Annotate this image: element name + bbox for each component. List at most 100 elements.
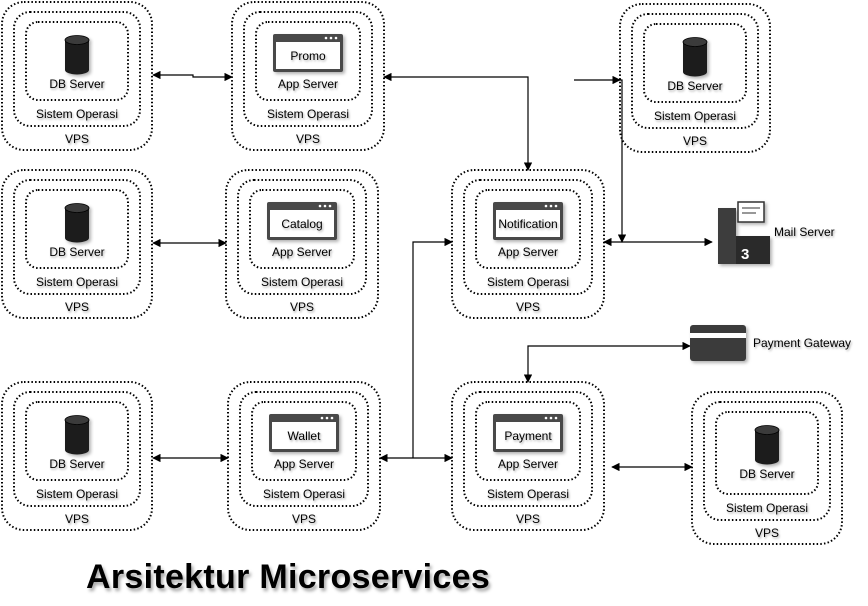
svg-text:3: 3 xyxy=(741,246,749,263)
database-icon xyxy=(64,415,90,455)
vps-node-db3: VPS Sistem Operasi DB Server xyxy=(1,381,153,531)
os-label: Sistem Operasi xyxy=(36,487,118,501)
edge-promo-notification xyxy=(383,72,533,171)
diagram-title: Arsitektur Microservices xyxy=(86,558,491,596)
app-server-label: App Server xyxy=(498,457,558,471)
service-name-label: Promo xyxy=(290,49,326,63)
vps-label: VPS xyxy=(292,512,316,526)
vps-node-db2: VPS Sistem Operasi DB Server xyxy=(1,169,153,319)
database-icon xyxy=(754,425,780,465)
app-window-icon xyxy=(493,202,563,240)
app-window-icon xyxy=(493,414,563,452)
service-name-label: Wallet xyxy=(288,429,322,443)
app-server-label: App Server xyxy=(274,457,334,471)
os-label: Sistem Operasi xyxy=(36,107,118,121)
vps-label: VPS xyxy=(65,300,89,314)
mail-server-icon: 3 xyxy=(718,201,770,264)
app-server-label: App Server xyxy=(272,245,332,259)
os-box xyxy=(243,11,373,127)
vps-label: VPS xyxy=(65,512,89,526)
os-box xyxy=(13,391,141,507)
db-server-label: DB Server xyxy=(49,457,104,471)
app-server-box xyxy=(251,401,357,481)
os-label: Sistem Operasi xyxy=(36,275,118,289)
os-box xyxy=(463,179,593,295)
database-icon xyxy=(64,203,90,243)
vps-node-db1: VPS Sistem Operasi DB Server xyxy=(1,1,153,151)
vps-box xyxy=(227,381,381,531)
app-server-box xyxy=(255,21,361,101)
card-icon xyxy=(690,325,746,361)
connections xyxy=(152,70,713,472)
app-window-icon xyxy=(267,202,337,240)
database-icon xyxy=(682,37,708,77)
os-label: Sistem Operasi xyxy=(726,501,808,515)
app-server-box xyxy=(249,189,355,269)
payment-gateway: Payment Gateway xyxy=(690,325,851,361)
app-server-box xyxy=(475,189,581,269)
os-box xyxy=(239,391,369,507)
db-server-box xyxy=(25,401,129,481)
vps-label: VPS xyxy=(290,300,314,314)
app-window-icon xyxy=(273,34,343,72)
vps-label: VPS xyxy=(755,526,779,540)
os-label: Sistem Operasi xyxy=(263,487,345,501)
os-label: Sistem Operasi xyxy=(267,107,349,121)
vps-node-db5: VPS Sistem Operasi DB Server xyxy=(691,391,843,545)
os-box xyxy=(13,179,141,295)
edge-db1-promo xyxy=(152,70,233,82)
os-box xyxy=(237,179,367,295)
os-label: Sistem Operasi xyxy=(487,275,569,289)
os-box xyxy=(463,391,593,507)
vps-box xyxy=(1,381,153,531)
app-server-box xyxy=(475,401,581,481)
service-name-label: Notification xyxy=(498,217,557,231)
vps-box xyxy=(1,169,153,319)
vps-box xyxy=(451,381,605,531)
vps-box xyxy=(225,169,379,319)
db-server-box xyxy=(643,23,747,103)
db-server-label: DB Server xyxy=(49,77,104,91)
payment-gateway-label: Payment Gateway xyxy=(753,336,851,350)
mail-server: 3 Mail Server xyxy=(718,201,835,264)
edge-payment_gateway-payment xyxy=(523,341,691,383)
db-server-label: DB Server xyxy=(667,79,722,93)
os-label: Sistem Operasi xyxy=(261,275,343,289)
app-server-label: App Server xyxy=(278,77,338,91)
os-box xyxy=(13,11,141,127)
vps-box xyxy=(619,3,771,153)
vps-box xyxy=(451,169,605,319)
os-label: Sistem Operasi xyxy=(487,487,569,501)
vps-label: VPS xyxy=(516,512,540,526)
vps-node-db4: VPS Sistem Operasi DB Server xyxy=(619,3,771,153)
db-server-label: DB Server xyxy=(739,467,794,481)
edge-notification-db5 xyxy=(574,75,627,243)
vps-box xyxy=(691,391,843,545)
db-server-box xyxy=(25,21,129,101)
service-name-label: Catalog xyxy=(281,217,322,231)
database-icon xyxy=(64,35,90,75)
vps-box xyxy=(231,1,385,151)
vps-label: VPS xyxy=(683,134,707,148)
db-server-label: DB Server xyxy=(49,245,104,259)
db-server-box xyxy=(25,189,129,269)
os-label: Sistem Operasi xyxy=(654,109,736,123)
vps-label: VPS xyxy=(296,132,320,146)
vps-label: VPS xyxy=(516,300,540,314)
app-server-label: App Server xyxy=(498,245,558,259)
os-box xyxy=(631,13,759,129)
app-window-icon xyxy=(269,414,339,452)
service-name-label: Payment xyxy=(504,429,552,443)
mail-server-label: Mail Server xyxy=(774,225,835,239)
vps-label: VPS xyxy=(65,132,89,146)
vps-box xyxy=(1,1,153,151)
edge-wallet-notification xyxy=(412,237,453,458)
